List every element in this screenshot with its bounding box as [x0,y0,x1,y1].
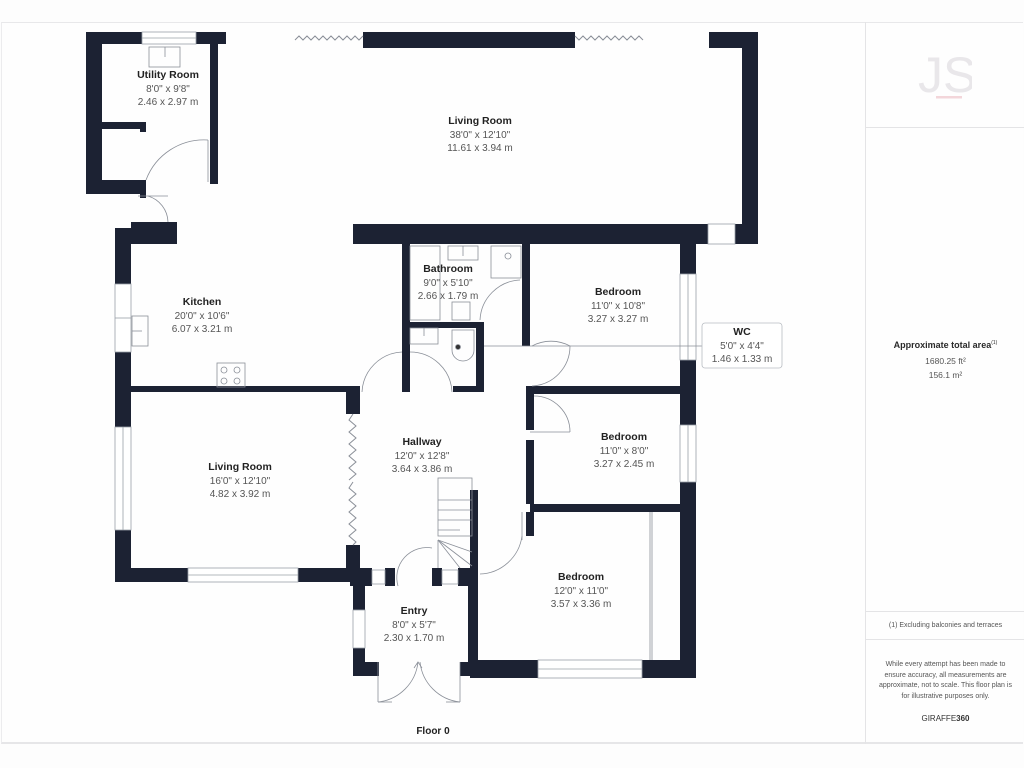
svg-text:5'0" x 4'4": 5'0" x 4'4" [720,341,764,352]
room-label-bedroom-2: Bedroom 11'0" x 8'0" 3.27 x 2.45 m [594,431,655,470]
svg-text:Bedroom: Bedroom [595,286,641,298]
room-label-bathroom: Bathroom 9'0" x 5'10" 2.66 x 1.79 m [418,263,479,302]
room-label-bedroom-3: Bedroom 12'0" x 11'0" 3.57 x 3.36 m [551,571,612,610]
svg-text:2.46 x 2.97 m: 2.46 x 2.97 m [138,97,199,108]
svg-text:WC: WC [733,326,751,338]
svg-text:2.30 x 1.70 m: 2.30 x 1.70 m [384,633,445,644]
area-title: Approximate total area(1) [893,340,998,350]
room-label-hallway: Hallway 12'0" x 12'8" 3.64 x 3.86 m [392,436,453,475]
area-sqft: 1680.25 ft² [925,356,966,366]
floor-plan: Utility Room 8'0" x 9'8" 2.46 x 2.97 m L… [86,31,783,737]
fixtures [131,46,704,660]
svg-text:8'0" x 5'7": 8'0" x 5'7" [392,620,436,631]
door-swings [138,139,571,703]
svg-text:2.66 x 1.79 m: 2.66 x 1.79 m [418,291,479,302]
disclaimer-text: While every attempt has been made to ens… [879,661,1012,700]
svg-text:6.07 x 3.21 m: 6.07 x 3.21 m [172,324,233,335]
svg-text:1.46 x 1.33 m: 1.46 x 1.33 m [712,354,773,365]
room-label-kitchen: Kitchen 20'0" x 10'6" 6.07 x 3.21 m [172,296,233,335]
svg-text:Hallway: Hallway [402,436,441,448]
svg-text:Entry: Entry [401,605,428,617]
room-label-living-room-top: Living Room 38'0" x 12'10" 11.61 x 3.94 … [447,115,512,154]
svg-text:3.57 x 3.36 m: 3.57 x 3.36 m [551,599,612,610]
svg-text:11'0" x 10'8": 11'0" x 10'8" [591,301,646,312]
svg-text:Living Room: Living Room [448,115,512,127]
footnote-text: (1) Excluding balconies and terraces [888,622,1003,629]
floor-label: Floor 0 [416,726,450,737]
svg-text:8'0" x 9'8": 8'0" x 9'8" [146,84,190,95]
agency-logo-icon: JS [918,47,972,103]
windows [114,31,736,679]
area-sqm: 156.1 m² [928,370,963,380]
svg-text:11'0" x 8'0": 11'0" x 8'0" [600,446,649,457]
brand-logo: GIRAFFE360 [921,714,970,723]
svg-text:3.27 x 3.27 m: 3.27 x 3.27 m [588,314,649,325]
svg-text:Living Room: Living Room [208,461,272,473]
info-sidebar: JS Approximate total area(1) 1680.25 ft²… [865,22,1024,744]
svg-text:12'0" x 12'8": 12'0" x 12'8" [395,451,450,462]
svg-text:3.27 x 2.45 m: 3.27 x 2.45 m [594,459,655,470]
svg-text:12'0" x 11'0": 12'0" x 11'0" [554,586,609,597]
disclaimer-section: While every attempt has been made to ens… [866,640,1024,744]
svg-text:Bedroom: Bedroom [601,431,647,443]
svg-text:JS: JS [918,47,972,103]
room-label-wc: WC 5'0" x 4'4" 1.46 x 1.33 m [701,322,783,369]
svg-text:Bedroom: Bedroom [558,571,604,583]
svg-text:Utility Room: Utility Room [137,69,199,81]
area-section: Approximate total area(1) 1680.25 ft² 15… [866,128,1024,612]
svg-text:11.61 x 3.94 m: 11.61 x 3.94 m [447,143,512,154]
svg-text:3.64 x 3.86 m: 3.64 x 3.86 m [392,464,453,475]
folding-doors [294,35,644,546]
logo-section: JS [866,22,1024,128]
room-label-bedroom-1: Bedroom 11'0" x 10'8" 3.27 x 3.27 m [588,286,649,325]
svg-text:16'0" x 12'10": 16'0" x 12'10" [210,476,271,487]
svg-text:9'0" x 5'10": 9'0" x 5'10" [423,278,473,289]
svg-text:4.82 x 3.92 m: 4.82 x 3.92 m [210,489,271,500]
room-label-utility: Utility Room 8'0" x 9'8" 2.46 x 2.97 m [137,69,199,108]
svg-text:Bathroom: Bathroom [423,263,473,275]
room-label-entry: Entry 8'0" x 5'7" 2.30 x 1.70 m [384,605,445,644]
floorplan-frame [1,22,1023,744]
svg-text:20'0" x 10'6": 20'0" x 10'6" [175,311,230,322]
footnote-section: (1) Excluding balconies and terraces [866,612,1024,640]
walls [86,32,758,678]
svg-text:Kitchen: Kitchen [183,296,222,308]
svg-text:38'0" x 12'10": 38'0" x 12'10" [450,130,511,141]
room-label-living-room-left: Living Room 16'0" x 12'10" 4.82 x 3.92 m [208,461,272,500]
